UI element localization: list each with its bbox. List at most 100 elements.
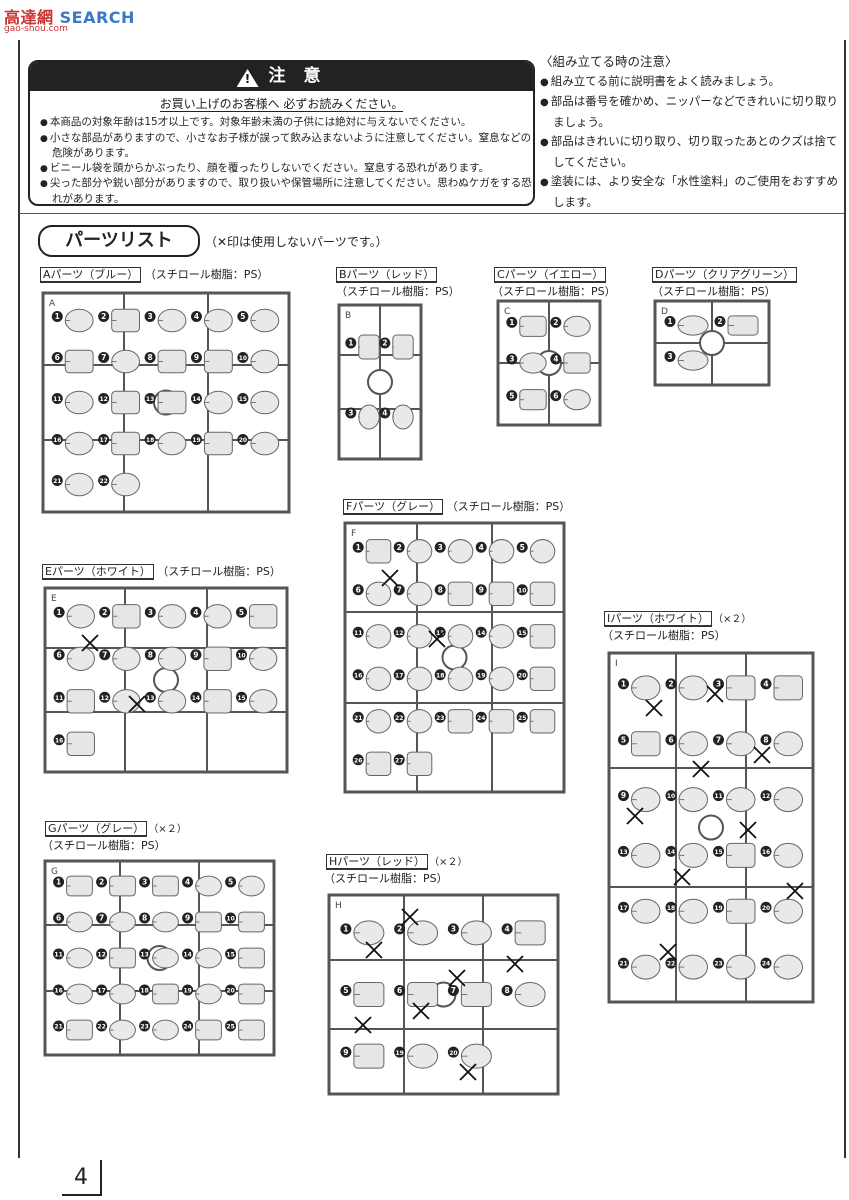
part-shape [66,875,93,897]
part-number: 3 [451,924,456,933]
part-number-badge [501,923,513,935]
part-shape [64,308,94,333]
part-number-badge [713,734,724,746]
unused-part-mark [645,699,663,717]
part-number: 18 [146,437,154,444]
part-number-badge [236,606,248,618]
part-number-badge [144,691,156,703]
part-number-badge [96,1020,108,1032]
part-number-badge [225,912,237,924]
part-number-badge [434,711,446,723]
part-number: 3 [148,608,153,617]
part-number-badge [99,691,111,703]
part-number-badge [53,691,65,703]
part-number: 12 [101,695,109,702]
part-number-badge [394,1046,406,1058]
part-number-badge [665,957,677,969]
runner-id-tag: G [51,867,58,877]
part-number-badge [144,606,156,618]
part-number-badge [393,626,405,638]
runner-i-resin: （スチロール樹脂：PS） [602,629,726,642]
part-number: 24 [183,1024,191,1031]
section-divider [18,213,844,214]
assembly-item: 部品はきれいに切り取り、切り取ったあとのクズは捨てしてください。 [540,132,840,172]
part-number: 21 [354,715,362,722]
part-number: 7 [716,735,721,744]
runner-g-resin: （スチロール樹脂：PS） [42,839,166,852]
part-number-badge [345,407,357,419]
part-number: 4 [185,878,190,887]
part-shape [66,983,93,1005]
runner-c-label: Cパーツ（イエロー） [494,266,607,283]
part-number: 14 [192,695,200,702]
runner-frame [41,291,291,514]
part-number: 19 [183,988,191,995]
part-number-badge [190,691,202,703]
part-shape [365,624,392,649]
part-number-badge [393,754,405,766]
part-shape [488,581,515,606]
part-shape [365,539,392,564]
part-number-badge [379,337,391,349]
part-number-badge [618,901,629,913]
part-number: 12 [97,952,105,959]
page-frame [18,40,846,1158]
runner-h-label: Hパーツ（レッド）（×２） [326,853,467,870]
warning-triangle-icon: ! [236,69,259,87]
part-number: 9 [621,791,626,800]
part-number-badge [550,390,562,402]
part-number: 6 [57,650,62,659]
part-number: 18 [667,905,675,912]
part-number: 11 [714,793,722,800]
part-number: 22 [100,478,108,485]
page-number: 4 [74,1165,88,1190]
part-shape [249,689,278,714]
part-number-badge [434,584,446,596]
part-shape [447,666,474,691]
part-shape [563,315,591,337]
part-shape [66,911,93,933]
part-number-badge [394,985,406,996]
part-shape [447,581,474,606]
part-number: 3 [438,543,443,552]
unused-part-mark [753,746,771,764]
part-number-badge [96,912,108,924]
runner-hub [698,814,724,841]
part-number: 21 [619,961,627,968]
runner-g-label: Gパーツ（グレー）（×２） [45,820,187,837]
part-number-badge [516,541,528,553]
part-number-badge [96,876,108,888]
runner-i-qty: （×２） [718,614,752,625]
part-number-badge [352,584,364,596]
assembly-item: 塗装には、より安全な「水性塗料」のご使用をおすすめします。 [540,172,840,212]
part-shape [519,315,547,337]
part-number-badge [618,957,629,969]
part-number: 4 [479,543,484,552]
part-number: 11 [54,952,62,959]
part-number: 2 [99,878,104,887]
part-shape [365,751,392,776]
watermark-logo-text: 達網 [20,8,54,27]
part-shape [529,539,556,564]
part-number: 2 [101,312,106,321]
part-number-badge [96,948,108,960]
part-number: 24 [762,961,770,968]
part-number-badge [190,434,202,445]
part-number: 17 [100,437,108,444]
part-number: 17 [619,905,627,912]
part-number-badge [760,678,772,690]
part-number-badge [53,606,65,618]
part-number-badge [96,984,108,996]
part-number-badge [352,669,364,681]
part-shape [392,404,414,430]
runner-frame [327,893,560,1096]
part-number-badge [237,393,249,404]
part-number-badge [340,923,352,935]
caution-item: 本商品の対象年齢は15才以上です。対象年齢未満の子供には絶対に与えないでください… [40,115,533,131]
part-shape [529,709,556,734]
part-number: 5 [239,608,244,617]
runner-id-tag: E [51,594,57,604]
unused-part-mark [459,1063,477,1081]
runner-hub [153,667,179,693]
part-number: 25 [518,715,526,722]
